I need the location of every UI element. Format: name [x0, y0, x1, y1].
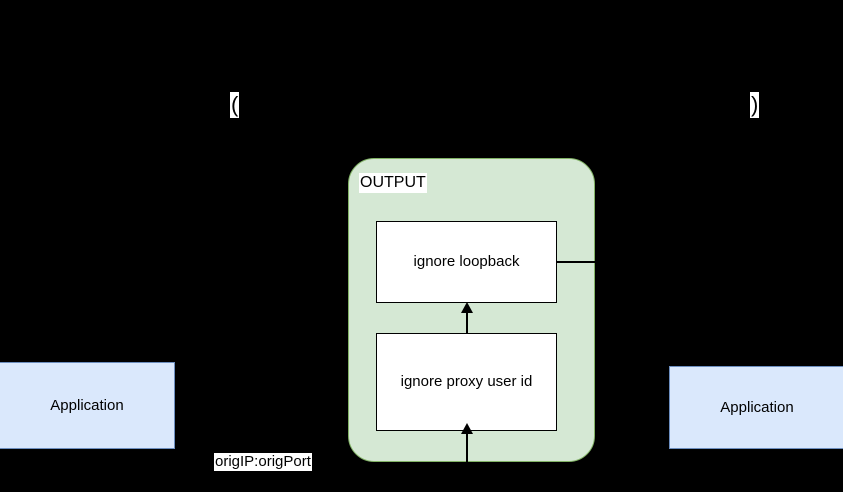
edge-label-orig-endpoint: origIP:origPort [214, 453, 312, 471]
node-ignore-loopback[interactable]: ignore loopback [376, 221, 557, 303]
node-ignore-proxy-user-id[interactable]: ignore proxy user id [376, 333, 557, 431]
arrow-up-icon [461, 302, 473, 313]
edge-inbound-to-proxy [466, 431, 468, 492]
node-ignore-loopback-label: ignore loopback [413, 253, 520, 270]
node-application-left-label: Application [50, 396, 124, 414]
node-ignore-proxy-user-id-label: ignore proxy user id [400, 373, 533, 390]
edge-proxy-to-loopback [466, 310, 468, 333]
edge-label-paren-left-fragment: ( [230, 92, 240, 118]
edge-loopback-to-right [556, 261, 595, 263]
output-group-label: OUTPUT [359, 173, 427, 193]
node-application-right[interactable]: Application [669, 366, 843, 449]
arrow-up-icon [461, 423, 473, 434]
edge-label-paren-right-fragment: ) [750, 92, 760, 118]
node-application-left[interactable]: Application [0, 362, 175, 449]
node-application-right-label: Application [720, 398, 794, 416]
